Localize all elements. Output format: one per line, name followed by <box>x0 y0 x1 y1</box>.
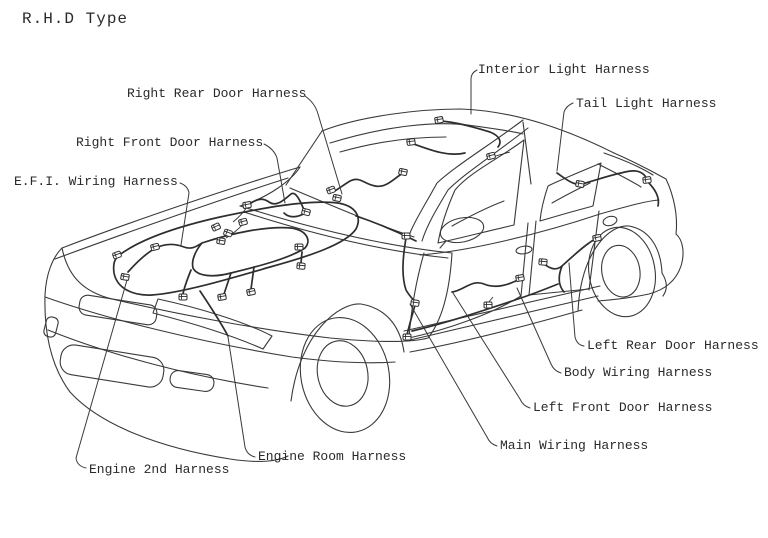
leader-left-front-door <box>453 293 530 408</box>
label-interior-light-harness: Interior Light Harness <box>478 62 650 77</box>
car-body-outline <box>45 109 683 461</box>
leader-main-wiring <box>410 304 497 446</box>
leader-body-wiring <box>517 288 561 373</box>
label-main-wiring-harness: Main Wiring Harness <box>500 438 649 453</box>
label-right-rear-door-harness: Right Rear Door Harness <box>127 86 307 101</box>
label-engine-2nd-harness: Engine 2nd Harness <box>89 462 230 477</box>
door-handle <box>516 245 533 255</box>
label-left-rear-door-harness: Left Rear Door Harness <box>587 338 759 353</box>
label-efi-wiring-harness: E.F.I. Wiring Harness <box>14 174 178 189</box>
leader-right-front-door <box>264 144 285 203</box>
wheels <box>290 222 662 441</box>
label-right-front-door-harness: Right Front Door Harness <box>76 135 264 150</box>
front-end-details <box>43 215 618 393</box>
leader-right-rear-door <box>305 96 342 194</box>
leader-engine-room <box>228 337 255 457</box>
harness-wires <box>114 121 659 336</box>
side-windows <box>438 140 601 248</box>
leader-interior-light <box>471 70 477 114</box>
label-body-wiring-harness: Body Wiring Harness <box>564 365 713 380</box>
leader-lines <box>76 70 584 468</box>
leader-engine-2nd <box>76 280 127 468</box>
diagram-title: R.H.D Type <box>22 10 129 28</box>
leader-tail-light <box>557 103 573 171</box>
label-engine-room-harness: Engine Room Harness <box>258 449 407 464</box>
leader-efi <box>180 183 189 245</box>
label-tail-light-harness: Tail Light Harness <box>576 96 717 111</box>
fuel-door <box>602 215 618 227</box>
side-mirror <box>438 214 486 247</box>
leader-left-rear-door <box>569 263 584 346</box>
label-left-front-door-harness: Left Front Door Harness <box>533 400 713 415</box>
